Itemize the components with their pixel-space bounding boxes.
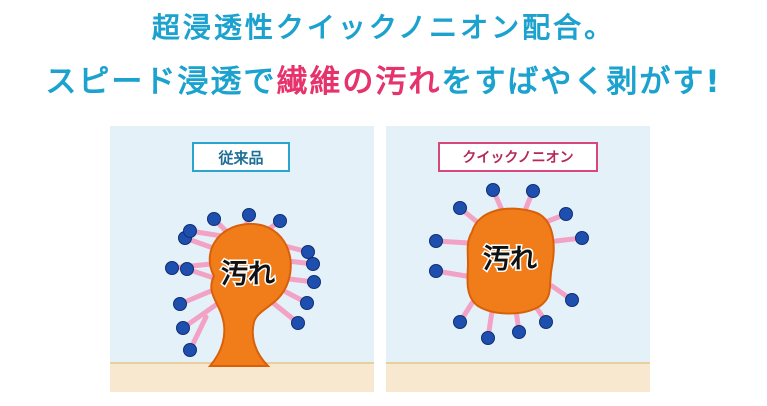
quick-nonion-diagram: 汚れ [429, 183, 589, 345]
dirt-blob [466, 207, 555, 315]
dirt-blob [207, 222, 292, 367]
headline-highlight: 繊維の汚れ [276, 64, 442, 100]
molecule-heads [165, 208, 321, 357]
headline-line-2-end: をすばやく剥がす! [441, 64, 722, 100]
conventional-diagram: 汚れ [165, 208, 321, 367]
headline-line-2: スピード浸透で繊維の汚れをすばやく剥がす! [0, 56, 767, 101]
label-quick-nonion: クイックノニオン [438, 142, 598, 172]
surfactant-molecules [429, 183, 589, 345]
molecule-heads [429, 183, 589, 345]
surfactant-molecules [165, 208, 321, 357]
label-conventional: 従来品 [192, 142, 290, 172]
fiber-surface [386, 362, 650, 392]
panel-conventional: 汚れ 従来品 [110, 126, 374, 392]
panel-quick-nonion: 汚れ クイックノニオン [386, 126, 650, 392]
headline-line-2-start: スピード浸透で [45, 64, 277, 100]
headline-line-1: 超浸透性クイックノニオン配合。 [151, 11, 616, 44]
dirt-label: 汚れ [483, 244, 537, 275]
dirt-label: 汚れ [221, 259, 275, 290]
